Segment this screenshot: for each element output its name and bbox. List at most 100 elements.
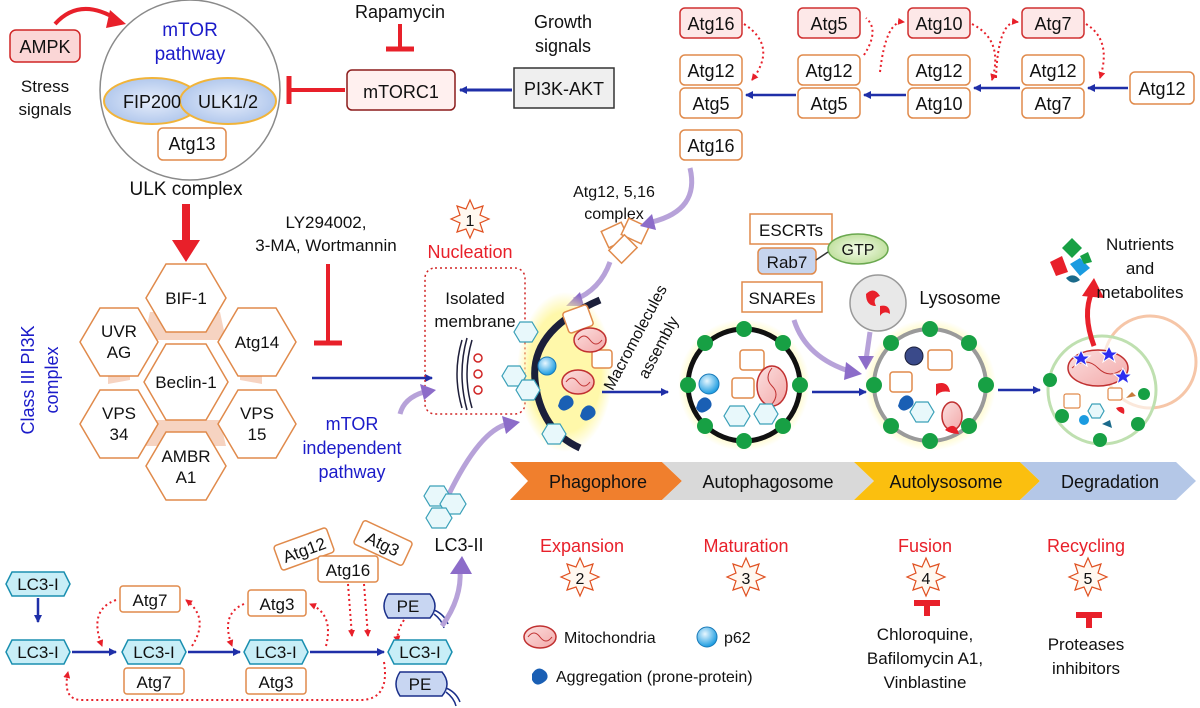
recycling-drug-2: inhibitors [1052,659,1120,678]
recycling-label: Recycling [1047,536,1125,556]
nucleation-starburst [449,198,491,240]
pi3k-akt-label: PI3K-AKT [524,79,604,99]
rapamycin-label: Rapamycin [355,2,445,22]
lc3ii-label: LC3-II [434,535,483,555]
growth-label-2: signals [535,36,591,56]
atg-c1-0: Atg16 [687,14,734,34]
pe-top-shape [383,593,436,619]
lc3i-5-label: LC3-I [399,643,441,662]
expansion-label: Expansion [540,536,624,556]
maturation-num: 3 [742,571,751,588]
gtp-label: GTP [842,242,875,259]
rab7-label: Rab7 [767,253,808,272]
beclin-label: Beclin-1 [155,373,216,392]
stage-phagophore [510,462,682,500]
stress-label-2: signals [19,100,72,119]
fusion-starburst [905,556,947,598]
hex-vps34 [79,389,159,459]
isolated-membrane-icon [456,337,483,411]
snares-arrow [791,319,853,375]
ambra-label-2: A1 [176,468,197,487]
ulk-caption: ULK complex [130,179,243,200]
nucleation-box [424,267,526,415]
lc3i-3 [121,639,187,665]
atg13-label: Atg13 [168,134,215,154]
atg13-box [157,127,227,161]
hex-bif1 [145,263,227,333]
hex-vps15 [217,389,297,459]
snares-label: SNAREs [748,289,815,308]
recycling-drug-1: Proteases [1048,635,1125,654]
snares-box [741,281,823,313]
recycling-starburst [1067,556,1109,598]
rab7-box [757,247,817,275]
atg7-bottom-box [123,667,185,695]
pi3k-hexagons: BIF-1 UVR AG Atg14 Beclin-1 VPS 34 VPS 1… [79,263,297,501]
atg-c2-0: Atg5 [810,14,847,34]
nucleation-num: 1 [466,213,475,230]
atg12-conjugation: Atg16 Atg12 Atg5 Atg16 Atg5 Atg12 Atg5 A… [679,7,1195,161]
pe-top-label: PE [397,597,420,616]
atg7-bottom-label: Atg7 [137,673,172,692]
complex-arrow [651,167,695,225]
lc3-to-phagophore-arrow [445,421,509,498]
ulk12-label: ULK1/2 [198,92,258,112]
atg3-bottom-label: Atg3 [259,673,294,692]
fusion-label: Fusion [898,536,952,556]
lc3i-top-label: LC3-I [17,575,59,594]
isolated-label-1: Isolated [445,289,505,308]
escrts-label: ESCRTs [759,221,823,240]
atg7-top-box [119,585,181,613]
nutrients-label-1: Nutrients [1106,235,1174,254]
atg-c4-2: Atg7 [1034,94,1071,114]
stage-label-phagophore: Phagophore [549,472,647,492]
degradation [1043,314,1198,447]
lc3-pathway: LC3-I LC3-I LC3-I Atg7 Atg7 LC3-I Atg3 A… [5,520,461,707]
lc3i-4-label: LC3-I [255,643,297,662]
ulk-title-1: mTOR [162,20,218,41]
expansion-starburst [559,556,601,598]
atg3-top-label: Atg3 [260,595,295,614]
atg-c3-0: Atg10 [915,14,962,34]
legend: Mitochondria p62 Aggregation (prone-prot… [523,625,753,686]
escrts-box [749,213,833,245]
ampk-box [9,29,81,63]
p62-legend-icon [696,626,718,648]
fusion-drug-3: Vinblastine [884,673,967,692]
pe-bottom-shape [395,671,448,697]
mtor-indep-3: pathway [318,462,385,482]
bif1-label: BIF-1 [165,289,207,308]
atg-c3-2: Atg10 [915,94,962,114]
mtor-indep-2: independent [302,438,401,458]
lysosome-label: Lysosome [919,288,1000,308]
legend-p62: p62 [724,630,751,647]
fusion-drug-1: Chloroquine, [877,625,973,644]
lc3i-3-label: LC3-I [133,643,175,662]
pi3k-inh-label-1: LY294002, [286,213,367,232]
atg16-lc3-box [317,555,379,583]
pe-bottom-label: PE [409,675,432,694]
ampk-arrowhead [106,10,126,28]
ulk-title-2: pathway [155,44,226,65]
recycling-num: 5 [1084,571,1093,588]
ambra-label-1: AMBR [161,447,210,466]
nucleation-label: Nucleation [427,242,512,262]
hex-beclin [143,343,229,421]
atg-c2-1: Atg12 [805,61,852,81]
expansion-num: 2 [576,571,585,588]
maturation-starburst [725,556,767,598]
atg16-lc3-label: Atg16 [326,561,370,580]
lysosome-icon [849,274,907,332]
stage-label-autophagosome: Autophagosome [702,472,833,492]
stage-autophagosome [662,462,874,500]
atg-c4-1: Atg12 [1029,61,1076,81]
autophagosome [678,319,810,451]
lc3i-5 [387,639,453,665]
atg3-tilted-box [353,520,413,566]
pi3k-akt-box [513,67,615,109]
lc3ii-icon [423,485,467,529]
lc3i-2-label: LC3-I [17,643,59,662]
hex-atg14 [217,307,297,377]
hex-uvrag [79,307,159,377]
